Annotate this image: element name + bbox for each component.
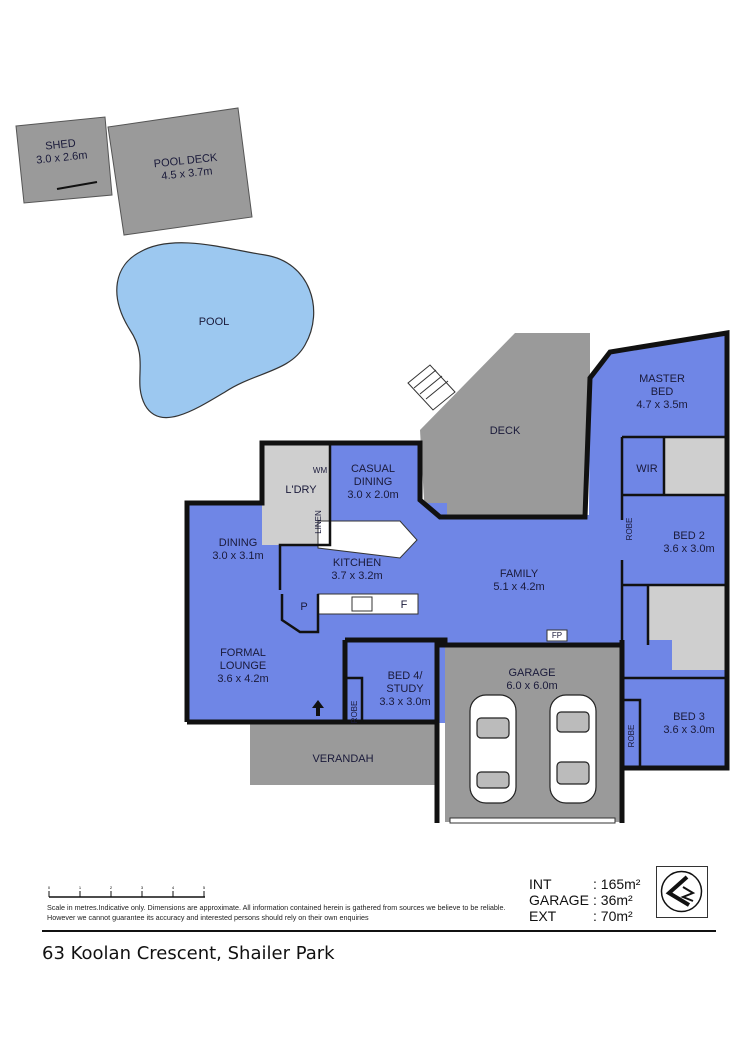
area-label: EXT xyxy=(529,908,557,924)
area-row-int: INT : 165m² xyxy=(529,876,640,892)
bathroom xyxy=(648,585,727,640)
scale-tick: 1 xyxy=(79,885,82,890)
room-dims: 3.6 x 3.0m xyxy=(663,724,714,736)
deck-stairs xyxy=(407,364,456,411)
area-label: GARAGE xyxy=(529,892,589,908)
area-value: : 70m² xyxy=(593,908,633,924)
room-name: MASTER xyxy=(639,373,685,385)
car-icon xyxy=(469,694,597,804)
ensuite xyxy=(664,437,727,495)
room-dims: 3.3 x 3.0m xyxy=(379,696,430,708)
area-row-ext: EXT : 70m² xyxy=(529,908,640,924)
room-dims: 4.7 x 3.5m xyxy=(636,399,687,411)
room-name: DINING xyxy=(219,537,258,549)
room-name: BED 3 xyxy=(673,711,705,723)
room-name: BED 2 xyxy=(673,530,705,542)
fireplace-label: FP xyxy=(552,631,562,640)
garage-door xyxy=(449,817,616,824)
room-name: STUDY xyxy=(386,683,424,695)
area-summary: INT : 165m² GARAGE: 36m² EXT : 70m² xyxy=(529,876,640,924)
brand-logo xyxy=(656,866,708,918)
room-name: DECK xyxy=(490,425,521,437)
room-dims: 3.7 x 3.2m xyxy=(331,570,382,582)
walls xyxy=(184,330,730,823)
area-label: INT xyxy=(529,876,552,892)
robe-label: ROBE xyxy=(627,725,636,748)
divider xyxy=(42,930,716,932)
robe-label: ROBE xyxy=(350,701,359,724)
room-name: FAMILY xyxy=(500,568,539,580)
room-name: WIR xyxy=(636,463,657,475)
kitchen-bench xyxy=(317,520,418,559)
room-name: VERANDAH xyxy=(312,753,373,765)
scale-tick: 2 xyxy=(110,885,113,890)
washing-machine-label: WM xyxy=(313,466,328,475)
pool-deck xyxy=(107,107,253,236)
room-name: GARAGE xyxy=(508,667,555,679)
room-name: L'DRY xyxy=(285,484,317,496)
room-name: BED xyxy=(651,386,674,398)
room-name: BED 4/ xyxy=(388,670,424,682)
area-value: : 165m² xyxy=(593,876,641,892)
entry-arrow-icon xyxy=(312,700,324,716)
toilet xyxy=(672,640,727,670)
property-address: 63 Koolan Crescent, Shailer Park xyxy=(42,943,335,964)
area-row-garage: GARAGE: 36m² xyxy=(529,892,640,908)
room-name: LOUNGE xyxy=(220,660,266,672)
room-dims: 3.0 x 3.1m xyxy=(212,550,263,562)
room-name: SHED xyxy=(45,137,77,152)
room-name: POOL xyxy=(199,316,230,328)
room-dims: 6.0 x 6.0m xyxy=(506,680,557,692)
room-name: FORMAL xyxy=(220,647,266,659)
area-value: : 36m² xyxy=(593,892,633,908)
room-name: KITCHEN xyxy=(333,557,381,569)
disclaimer-text: Scale in metres.Indicative only. Dimensi… xyxy=(47,903,506,922)
room-dims: 5.1 x 4.2m xyxy=(493,581,544,593)
scale-tick: 5 xyxy=(203,885,206,890)
logo-icon xyxy=(660,870,703,913)
verandah xyxy=(250,722,437,785)
room-dims: 3.6 x 3.0m xyxy=(663,543,714,555)
scale-tick: 0 xyxy=(48,885,51,890)
shed-door xyxy=(56,181,98,190)
room-dims: 3.0 x 2.6m xyxy=(36,149,88,166)
room-name: CASUAL xyxy=(351,463,395,475)
pantry-label: P xyxy=(300,601,307,613)
room-dims: 3.6 x 4.2m xyxy=(217,673,268,685)
deck xyxy=(420,333,590,517)
fireplace xyxy=(546,629,568,642)
pool xyxy=(116,242,315,419)
cooktop xyxy=(351,596,373,612)
shed xyxy=(15,116,113,204)
scale-tick: 3 xyxy=(141,885,144,890)
room-dims: 4.5 x 3.7m xyxy=(161,165,213,182)
scale-bar: 0 1 2 3 4 5 xyxy=(48,885,206,898)
fridge-label: F xyxy=(401,599,408,611)
robe-label: ROBE xyxy=(625,518,634,541)
linen-label: LINEN xyxy=(314,510,323,534)
room-name: DINING xyxy=(354,476,393,488)
room-dims: 3.0 x 2.0m xyxy=(347,489,398,501)
scale-tick: 4 xyxy=(172,885,175,890)
